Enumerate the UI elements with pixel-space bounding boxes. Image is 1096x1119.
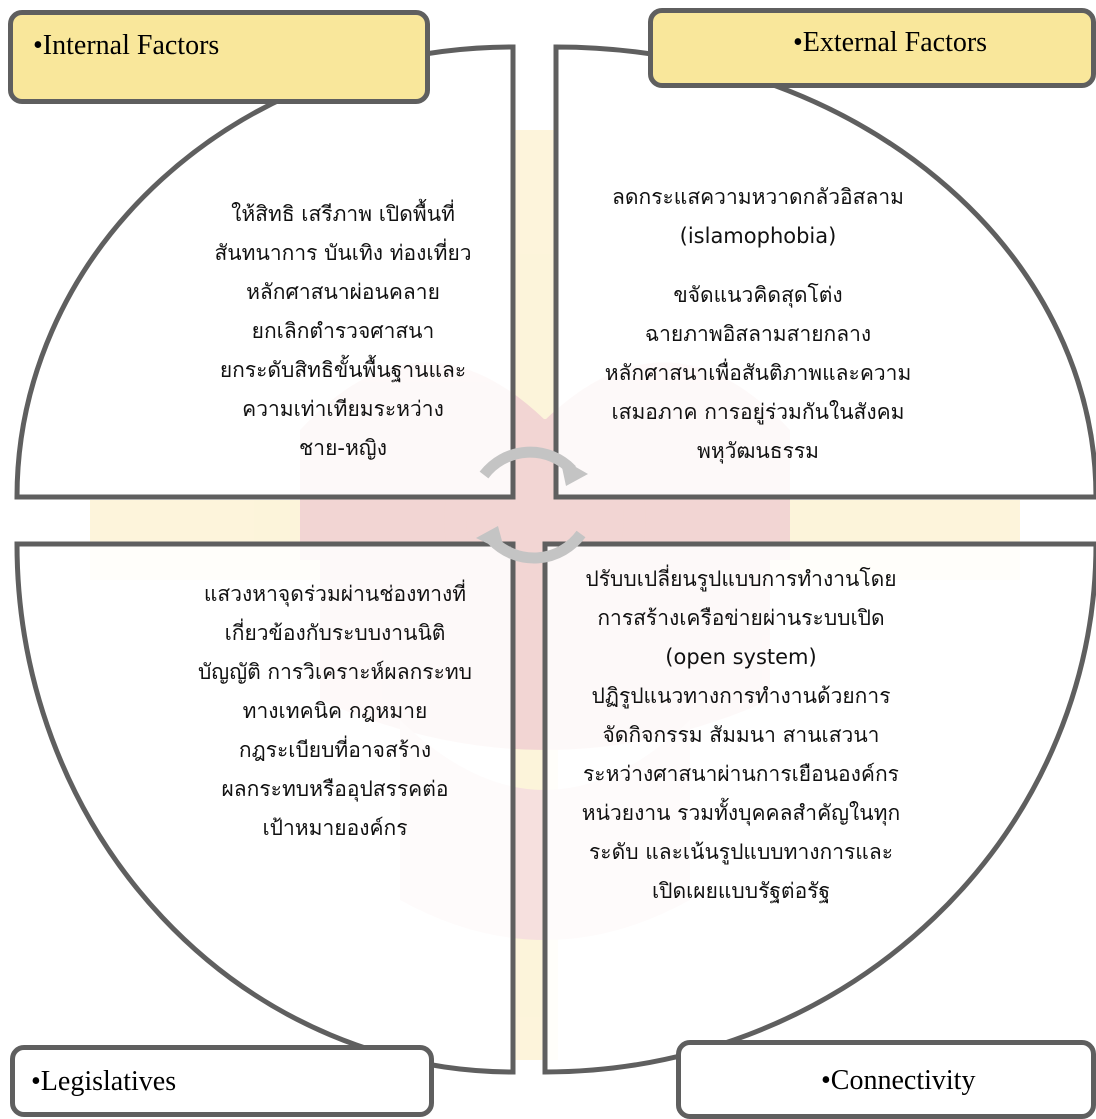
text-line: ปรับบเปลี่ยนรูปแบบการทำงานโดย [585,567,897,591]
text-line: ปฏิรูปแนวทางการทำงานด้วยการ [591,684,891,708]
text-line: ชาย-หญิง [299,436,387,460]
text-line: (islamophobia) [679,224,837,248]
external-factors-label: •External Factors [648,8,1096,88]
text-line: ระหว่างศาสนาผ่านการเยือนองค์กร [583,762,899,786]
external-factors-text-b: ขจัดแนวคิดสุดโต่ง ฉายภาพอิสลามสายกลาง หล… [568,276,948,471]
text-line: การสร้างเครือข่ายผ่านระบบเปิด [597,606,885,630]
text-line: แสวงหาจุดร่วมผ่านช่องทางที่ [203,582,467,606]
connectivity-label-text: •Connectivity [821,1065,976,1096]
text-line: ลดกระแสความหวาดกลัวอิสลาม [612,185,904,209]
legislatives-label-text: •Legislatives [31,1066,177,1097]
text-line: เป้าหมายองค์กร [262,816,408,840]
text-line: สันทนาการ บันเทิง ท่องเที่ยว [214,241,472,265]
internal-factors-text: ให้สิทธิ เสรีภาพ เปิดพื้นที่ สันทนาการ บ… [178,195,508,468]
connectivity-text: ปรับบเปลี่ยนรูปแบบการทำงานโดย การสร้างเค… [553,560,929,911]
internal-factors-label-text: •Internal Factors [33,30,220,61]
text-line: ผลกระทบหรืออุปสรรคต่อ [221,777,449,801]
text-line: พหุวัฒนธรรม [696,439,820,463]
legislatives-text: แสวงหาจุดร่วมผ่านช่องทางที่ เกี่ยวข้องกั… [160,575,510,848]
external-factors-text-a: ลดกระแสความหวาดกลัวอิสลาม (islamophobia) [568,178,948,256]
external-factors-label-text: •External Factors [793,27,988,58]
connectivity-quadrant [542,541,1096,1075]
text-line: หลักศาสนาผ่อนคลาย [246,280,440,304]
text-line: ยกระดับสิทธิขั้นพื้นฐานและ [219,358,467,382]
text-line: ระดับ และเน้นรูปแบบทางการและ [589,840,893,864]
text-line: ขจัดแนวคิดสุดโต่ง [673,283,843,307]
legislatives-label: •Legislatives [10,1045,434,1117]
internal-factors-label: •Internal Factors [8,10,430,104]
text-line: เกี่ยวข้องกับระบบงานนิติ [224,621,446,645]
text-line: (open system) [665,645,817,669]
text-line: เปิดเผยแบบรัฐต่อรัฐ [651,879,831,903]
text-line: ยกเลิกตำรวจศาสนา [251,319,435,343]
text-line: หลักศาสนาเพื่อสันติภาพและความ [604,361,912,385]
text-line: เสมอภาค การอยู่ร่วมกันในสังคม [611,400,905,424]
text-line: ทางเทคนิค กฎหมาย [242,699,428,723]
text-line: ให้สิทธิ เสรีภาพ เปิดพื้นที่ [231,202,455,226]
connectivity-label: •Connectivity [676,1040,1096,1119]
text-line: บัญญัติ การวิเคราะห์ผลกระทบ [197,660,473,684]
text-line: หน่วยงาน รวมทั้งบุคคลสำคัญในทุก [581,801,901,825]
text-line: ความเท่าเทียมระหว่าง [242,397,444,421]
text-line: จัดกิจกรรม สัมมนา สานเสวนา [602,723,880,747]
text-line: กฎระเบียบที่อาจสร้าง [238,738,432,762]
text-line: ฉายภาพอิสลามสายกลาง [644,322,872,346]
cycle-arrows-icon [476,446,588,564]
